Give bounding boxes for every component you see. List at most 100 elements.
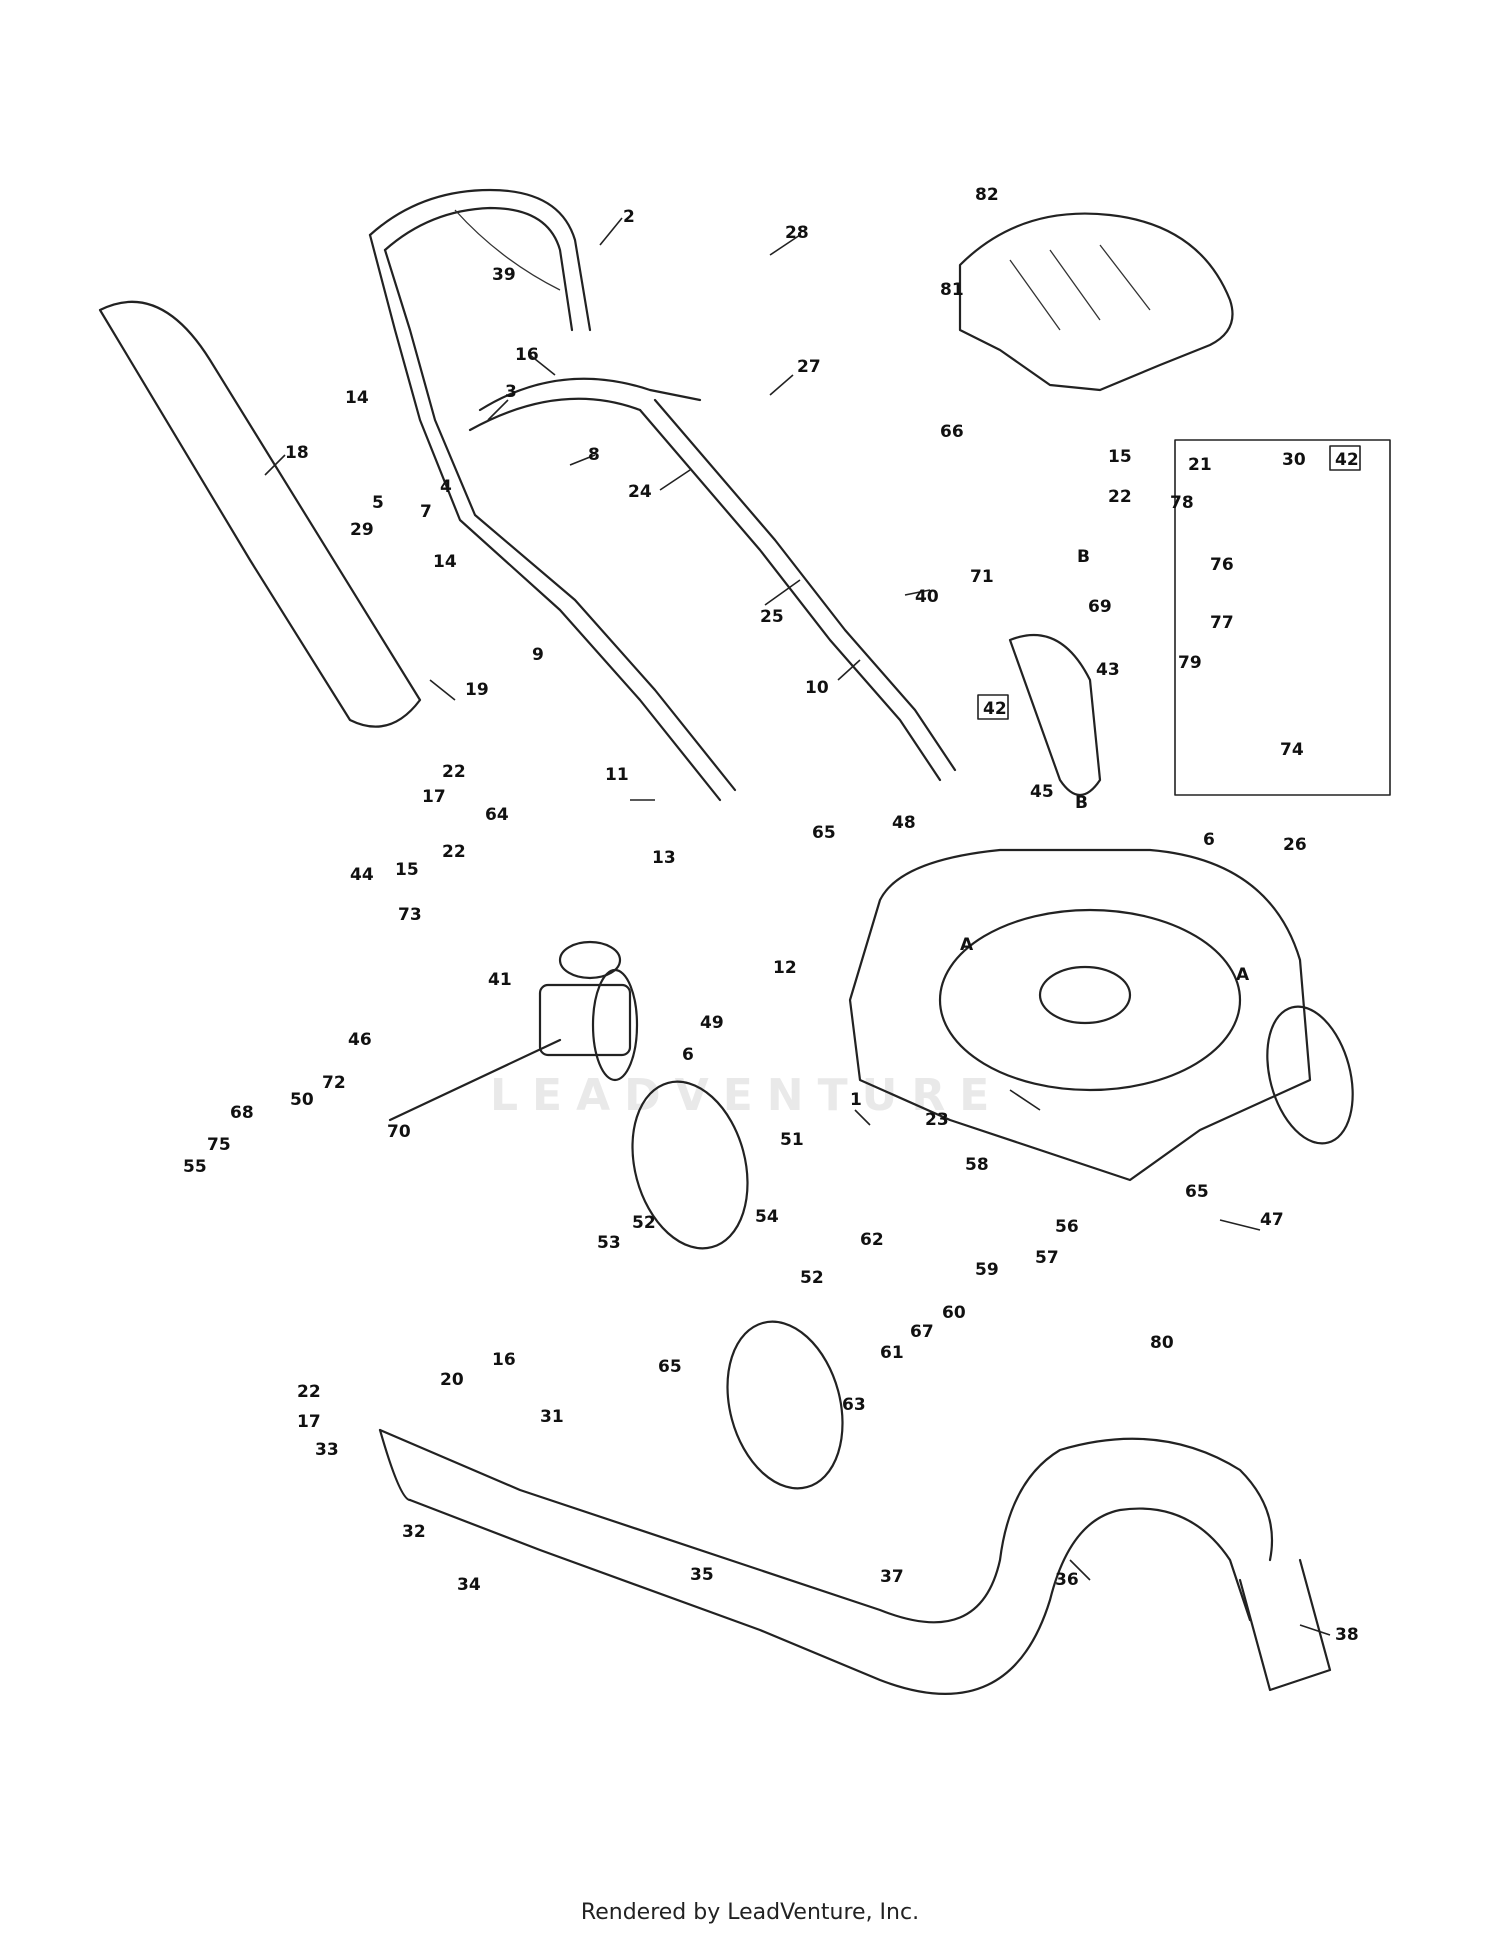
label-57: 57 [1035,1248,1059,1268]
label-28: 28 [785,223,809,243]
label-67: 67 [910,1322,934,1342]
label-42-box: 42 [983,699,1007,719]
watermark: LEADVENTURE [490,1070,1003,1121]
label-43: 43 [1096,660,1120,680]
label-66: 66 [940,422,964,442]
label-15b: 15 [395,860,419,880]
label-10: 10 [805,678,829,698]
bag-tube [98,300,422,728]
label-74: 74 [1280,740,1304,760]
inset-box: 42 [1174,439,1391,796]
label-59: 59 [975,1260,999,1280]
label-56: 56 [1055,1217,1079,1237]
label-21: 21 [1188,455,1212,475]
label-51: 51 [780,1130,804,1150]
label-39: 39 [492,265,516,285]
label-18: 18 [285,443,309,463]
label-33: 33 [315,1440,339,1460]
label-77: 77 [1210,613,1234,633]
label-61: 61 [880,1343,904,1363]
label-45: 45 [1030,782,1054,802]
footer-credit: Rendered by LeadVenture, Inc. [580,1900,920,1925]
label-6b: 6 [682,1045,694,1065]
label-17b: 17 [297,1412,321,1432]
label-22c: 22 [442,842,466,862]
label-8: 8 [588,445,600,465]
label-14a: 14 [345,388,369,408]
label-53: 53 [597,1233,621,1253]
handle-assembly [368,188,957,802]
label-30: 30 [1282,450,1306,470]
label-69: 69 [1088,597,1112,617]
label-68: 68 [230,1103,254,1123]
label-4: 4 [440,477,452,497]
label-1: 1 [850,1090,862,1110]
label-65a: 65 [812,823,836,843]
label-82: 82 [975,185,999,205]
label-75: 75 [207,1135,231,1155]
label-71: 71 [970,567,994,587]
label-48: 48 [892,813,916,833]
label-55: 55 [183,1157,207,1177]
label-40: 40 [915,587,939,607]
label-24: 24 [628,482,652,502]
label-refB1: B [1077,547,1090,567]
label-refA1: A [960,935,974,955]
label-17a: 17 [422,787,446,807]
label-9: 9 [532,645,544,665]
label-42: 42 [1335,450,1359,470]
belt-callout: 42 [977,633,1102,797]
label-63: 63 [842,1395,866,1415]
label-16b: 16 [492,1350,516,1370]
label-65b: 65 [1185,1182,1209,1202]
label-23: 23 [925,1110,949,1130]
label-52b: 52 [800,1268,824,1288]
label-29: 29 [350,520,374,540]
discharge-hose [378,1428,1332,1695]
label-5: 5 [372,493,384,513]
label-6a: 6 [1203,830,1215,850]
label-37: 37 [880,1567,904,1587]
label-41: 41 [488,970,512,990]
label-32: 32 [402,1522,426,1542]
label-47: 47 [1260,1210,1284,1230]
label-15a: 15 [1108,447,1132,467]
label-2: 2 [623,207,635,227]
label-13: 13 [652,848,676,868]
label-34: 34 [457,1575,481,1595]
label-36: 36 [1055,1570,1079,1590]
label-3: 3 [505,382,517,402]
label-refB2: B [1075,793,1088,813]
label-72: 72 [322,1073,346,1093]
mower-deck [848,848,1312,1182]
label-16a: 16 [515,345,539,365]
label-19: 19 [465,680,489,700]
label-73: 73 [398,905,422,925]
label-78: 78 [1170,493,1194,513]
label-11: 11 [605,765,629,785]
leader-lines [264,217,1331,1636]
label-76: 76 [1210,555,1234,575]
label-50: 50 [290,1090,314,1110]
label-79: 79 [1178,653,1202,673]
label-62: 62 [860,1230,884,1250]
label-refA2: A [1236,965,1250,985]
label-49: 49 [700,1013,724,1033]
label-70: 70 [387,1122,411,1142]
part-labels: 82 81 2 39 28 16 27 14 3 18 4 8 24 5 66 … [183,185,1359,1645]
label-80: 80 [1150,1333,1174,1353]
label-65c: 65 [658,1357,682,1377]
label-27: 27 [797,357,821,377]
label-22a: 22 [1108,487,1132,507]
shroud [958,212,1234,392]
label-22d: 22 [297,1382,321,1402]
label-44: 44 [350,865,374,885]
wheels [631,1005,1354,1490]
label-35: 35 [690,1565,714,1585]
label-81: 81 [940,280,964,300]
label-22b: 22 [442,762,466,782]
label-38: 38 [1335,1625,1359,1645]
label-46: 46 [348,1030,372,1050]
label-25: 25 [760,607,784,627]
